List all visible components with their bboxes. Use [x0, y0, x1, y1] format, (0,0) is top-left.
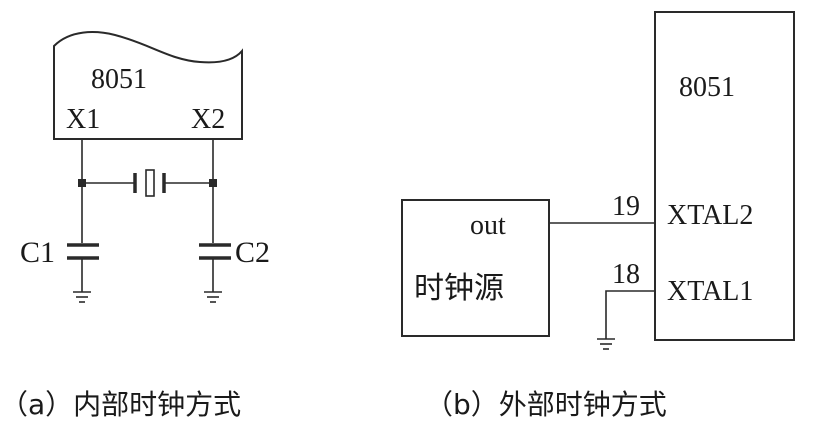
- pin-number-18: 18: [612, 259, 640, 290]
- pin-label-x1: X1: [66, 104, 100, 135]
- crystal-icon: [86, 169, 209, 197]
- capacitor-c1-icon: [67, 243, 99, 292]
- caption-b: （b）外部时钟方式: [425, 388, 667, 421]
- chip-label-b: 8051: [679, 72, 735, 103]
- clock-source-label: 时钟源: [414, 271, 504, 306]
- junction-dot-right: [209, 179, 217, 187]
- cap-label-c1: C1: [20, 236, 55, 269]
- pin-label-x2: X2: [191, 104, 225, 135]
- clock-source-out-label: out: [470, 210, 506, 241]
- capacitor-c2-icon: [199, 243, 231, 292]
- pin-name-xtal2: XTAL2: [667, 200, 753, 231]
- chip-label-a: 8051: [91, 64, 147, 95]
- ground-icon-c1: [73, 291, 91, 303]
- diagram-internal-clock: 8051 X1 X2 C1 C2: [0, 31, 270, 421]
- ground-icon-xtal1: [597, 338, 615, 350]
- cap-label-c2: C2: [235, 236, 270, 269]
- junction-dot-left: [78, 179, 86, 187]
- chip-8051-outline-a: [53, 31, 243, 140]
- chip-8051-outline-b: [654, 11, 795, 341]
- pin-name-xtal1: XTAL1: [667, 276, 753, 307]
- caption-a: （a）内部时钟方式: [0, 388, 241, 421]
- ground-icon-c2: [204, 291, 222, 303]
- diagram-external-clock: out 时钟源 8051 19 XTAL2 18 XTAL1 （b）外部时钟方式: [401, 11, 795, 421]
- pin-number-19: 19: [612, 191, 640, 222]
- clock-source-box: [401, 199, 550, 337]
- wire-xtal1-to-ground: [605, 290, 655, 339]
